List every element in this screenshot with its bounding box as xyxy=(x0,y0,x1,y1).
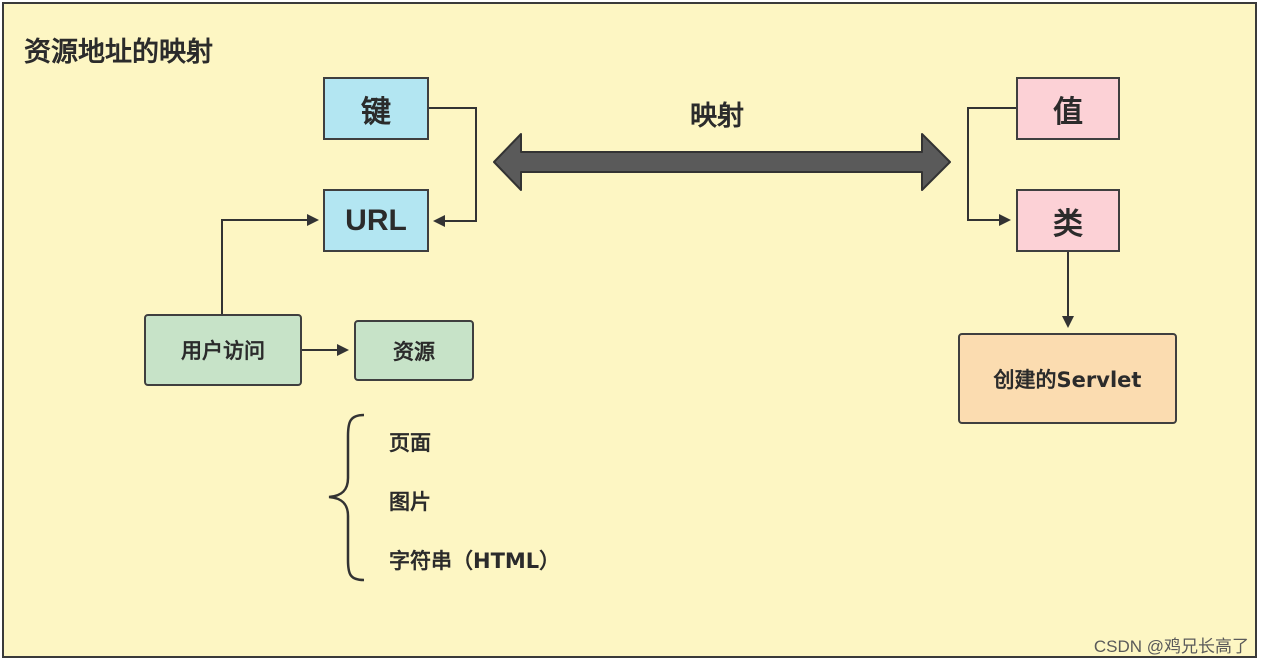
key-to-url-connector xyxy=(429,107,477,227)
resource-box: 资源 xyxy=(354,320,474,381)
key-box: 键 xyxy=(323,77,429,140)
servlet-box: 创建的Servlet xyxy=(958,333,1177,424)
resource-item-image: 图片 xyxy=(389,490,431,514)
value-box: 值 xyxy=(1016,77,1120,140)
diagram-title: 资源地址的映射 xyxy=(24,37,213,68)
watermark: CSDN @鸡兄长高了 xyxy=(1093,637,1249,656)
value-to-class-connector xyxy=(967,107,1016,226)
resource-item-string: 字符串（HTML） xyxy=(389,549,561,573)
class-box: 类 xyxy=(1016,189,1120,252)
access-to-url-connector xyxy=(221,214,319,314)
resource-item-page: 页面 xyxy=(389,431,431,455)
curly-brace-icon xyxy=(328,413,365,582)
mapping-double-arrow xyxy=(493,133,951,191)
user-access-box: 用户访问 xyxy=(144,314,302,386)
mapping-label: 映射 xyxy=(690,101,744,132)
url-box: URL xyxy=(323,189,429,252)
